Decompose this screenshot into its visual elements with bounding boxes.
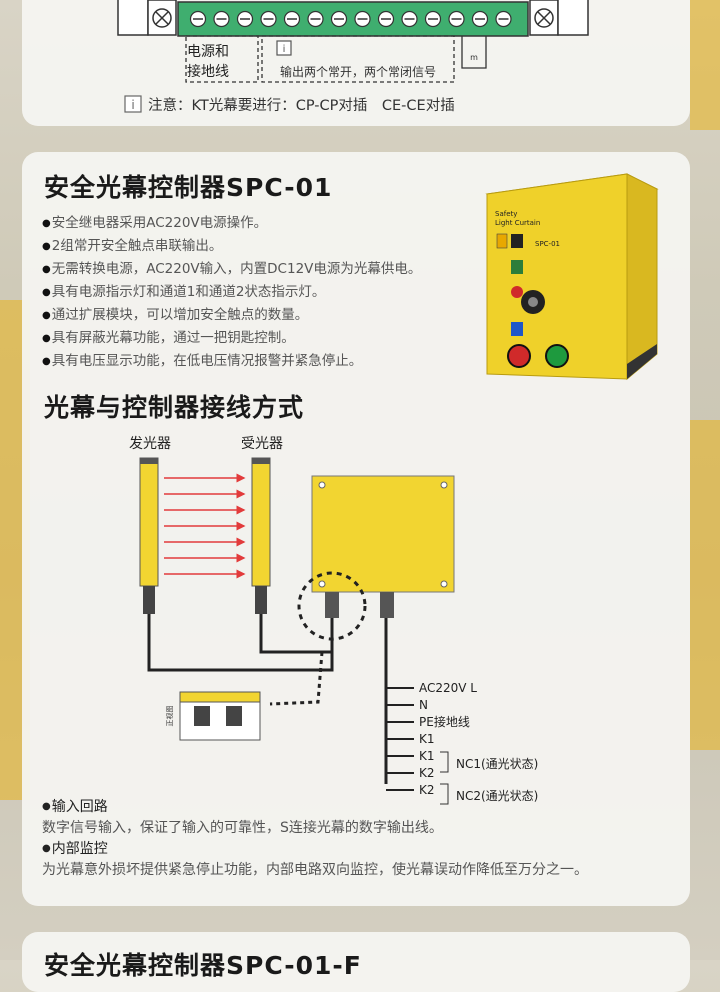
svg-text:i: i	[283, 44, 286, 55]
terminal-label: PE接地线	[419, 714, 470, 729]
receiver-label: 受光器	[241, 436, 283, 452]
spc01-title: 安全光幕控制器SPC-01	[44, 173, 333, 202]
warning-info-icon	[124, 95, 142, 113]
feature-item: 无需转换电源，AC220V输入，内置DC12V电源为光幕供电。	[42, 258, 472, 281]
terminal-label: N	[419, 698, 428, 712]
feature-item: 通过扩展模块，可以增加安全触点的数量。	[42, 304, 472, 327]
controller-box	[311, 475, 455, 593]
terminal-label: K2	[419, 766, 435, 780]
input-heading: 输入回路	[42, 797, 682, 818]
feature-item: 具有屏蔽光幕功能，通过一把钥匙控制。	[42, 327, 472, 350]
svg-text:m: m	[470, 53, 478, 62]
terminal-diagram-card: m i 电源和 接地线 输出两个常开，两个常闭信号 i 注意：KT光幕要进行：C…	[22, 0, 690, 126]
emitter-label: 发光器	[129, 436, 171, 452]
nc1-label: NC1(通光状态)	[456, 757, 538, 771]
input-desc: 数字信号输入，保证了输入的可靠性，S连接光幕的数字输出线。	[42, 820, 443, 836]
info-icon	[276, 40, 292, 56]
output-note: 输出两个常开，两个常闭信号	[280, 64, 436, 79]
wiring-title: 光幕与控制器接线方式	[44, 393, 305, 422]
svg-text:i: i	[131, 98, 134, 112]
feature-item: 安全继电器采用AC220V电源操作。	[42, 212, 472, 235]
feature-item: 具有电压显示功能，在低电压情况报警并紧急停止。	[42, 350, 472, 373]
device-label-2: Light Curtain	[495, 219, 540, 227]
terminal-label: AC220V L	[419, 681, 477, 695]
feature-list: 安全继电器采用AC220V电源操作。2组常开安全触点串联输出。无需转换电源，AC…	[42, 212, 472, 373]
device-label-3: SPC-01	[535, 240, 560, 248]
device-label-1: Safety	[495, 210, 517, 218]
terminal-label: K1	[419, 749, 435, 763]
internal-desc: 为光幕意外损坏提供紧急停止功能，内部电路双向监控，使光幕误动作降低至万分之一。	[42, 862, 588, 878]
module-label: 正视图	[165, 706, 174, 727]
feature-item: 具有电源指示灯和通道1和通道2状态指示灯。	[42, 281, 472, 304]
light-beam-arrows	[164, 473, 246, 579]
spc01f-card: 安全光幕控制器SPC-01-F	[22, 932, 690, 992]
notes-section: 输入回路 数字信号输入，保证了输入的可靠性，S连接光幕的数字输出线。 内部监控 …	[42, 797, 682, 881]
spc01f-title: 安全光幕控制器SPC-01-F	[44, 951, 362, 980]
spc01-card: 安全光幕控制器SPC-01 安全继电器采用AC220V电源操作。2组常开安全触点…	[22, 152, 690, 906]
feature-item: 2组常开安全触点串联输出。	[42, 235, 472, 258]
terminal-label: K1	[419, 732, 435, 746]
power-label-2: 接地线	[187, 63, 229, 80]
power-label-1: 电源和	[187, 44, 229, 60]
terminal-label: K2	[419, 783, 435, 797]
controller-device-image: Safety Light Curtain SPC-01	[485, 173, 659, 381]
warning-text: 注意：KT光幕要进行：CP-CP对插 CE-CE对插	[148, 96, 455, 114]
internal-heading: 内部监控	[42, 839, 682, 860]
